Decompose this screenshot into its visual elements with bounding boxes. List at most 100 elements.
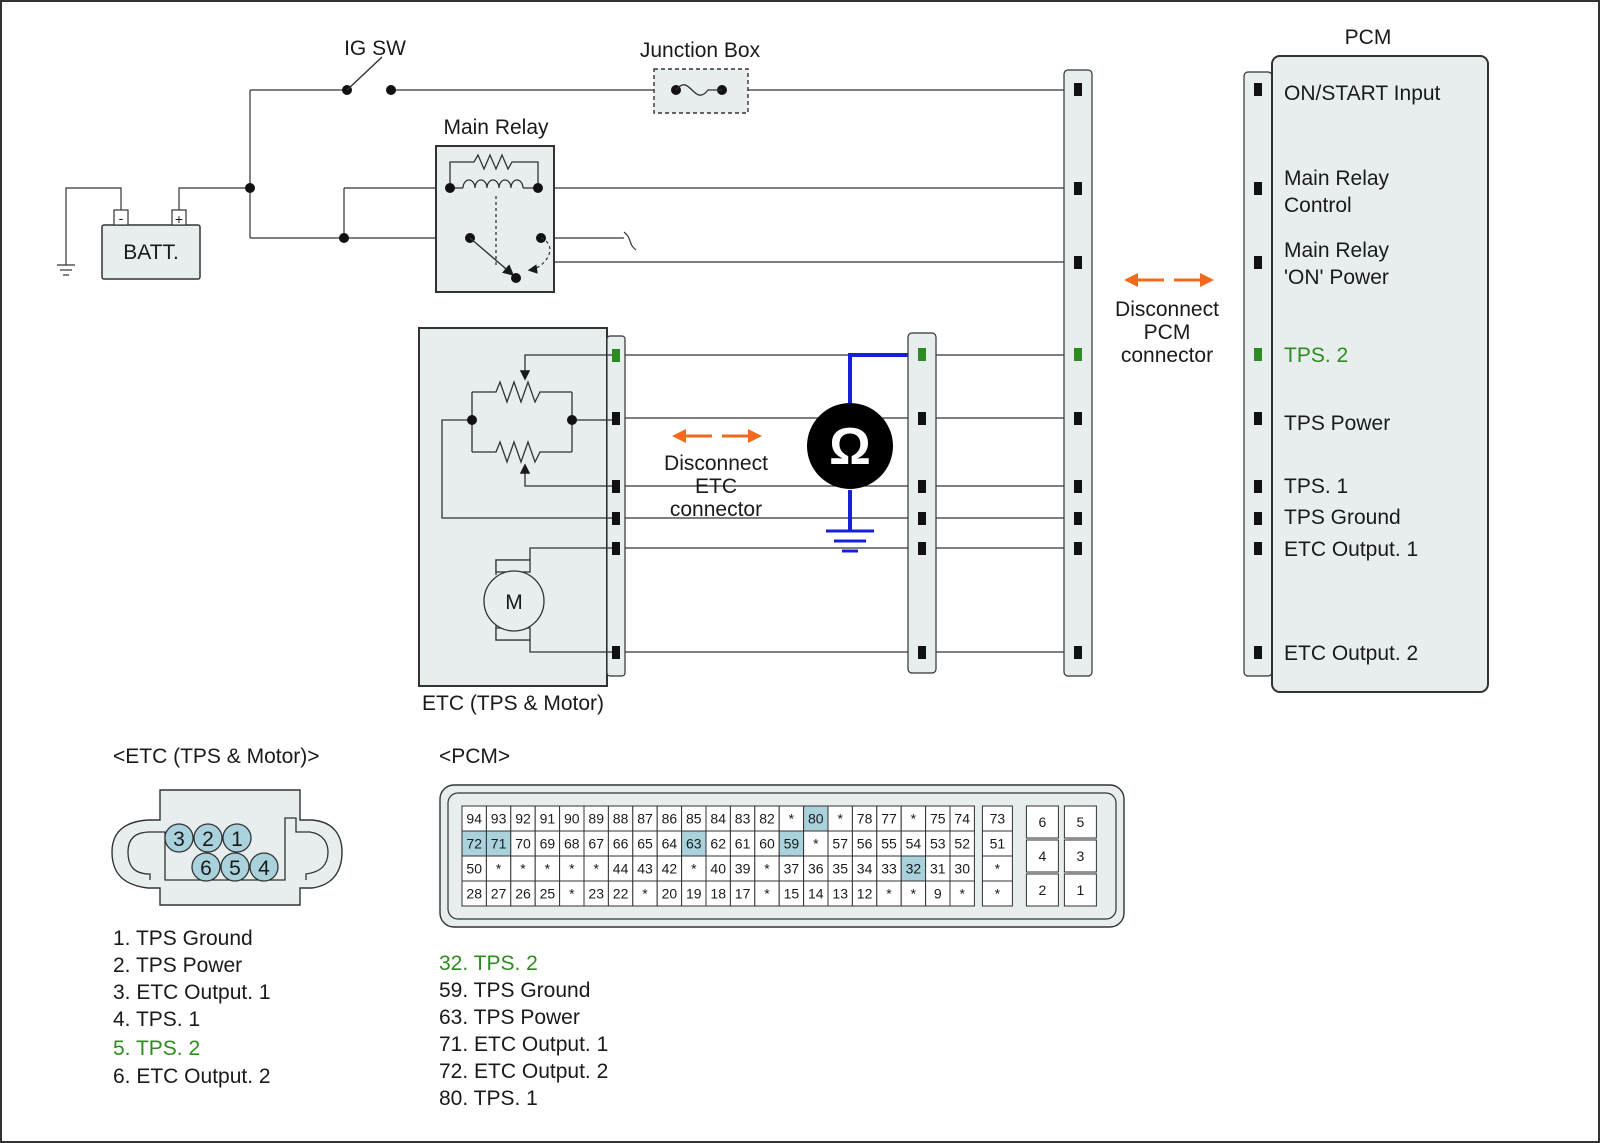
battery: - + BATT.: [101, 209, 201, 280]
pcm-pin-cell: [485, 805, 512, 832]
pcm-side-pin: *: [995, 886, 1001, 902]
pcm-pin-label: TPS. 1: [1284, 475, 1348, 498]
pcm-pin: 37: [784, 861, 800, 877]
pcm-pin-cell: [827, 855, 853, 882]
harness-connector-left: [907, 332, 937, 674]
pcm-pin-cell: [778, 830, 805, 857]
pcm-legend-item: 59. TPS Ground: [439, 979, 590, 1002]
pcm-pin: 34: [857, 861, 873, 877]
pcm-pin-cell: [607, 855, 634, 882]
pcm-pin: 23: [588, 886, 604, 902]
etc-pin: [612, 542, 620, 555]
pcm-pin-cell: [900, 880, 927, 907]
pcm-pin-label: ETC Output. 2: [1284, 642, 1418, 665]
disconnect-pcm-line3: connector: [1121, 344, 1213, 367]
disconnect-etc-line3: connector: [670, 498, 762, 521]
etc-pin-num: 2: [202, 828, 214, 851]
pcm-pin-label-tps2: TPS. 2: [1284, 344, 1348, 367]
pcm-pin: 72: [466, 836, 482, 852]
pcm-power-pin-cell: [1063, 873, 1097, 907]
pcm-pin: 74: [954, 811, 970, 827]
pcm-pin-cell: [925, 880, 951, 907]
pcm-pin-cell: [876, 855, 902, 882]
pcm-pin-cell: [949, 830, 975, 857]
pcm-pin: 39: [735, 861, 751, 877]
main-relay-label: Main Relay: [443, 116, 549, 139]
pcm-pin: *: [569, 861, 575, 877]
pcm-pin: *: [886, 886, 892, 902]
pcm-power-pin: 3: [1077, 848, 1085, 864]
pcm-pin: 28: [466, 886, 482, 902]
etc-pin: [612, 646, 620, 659]
pcm-side-pin-cell: [981, 805, 1013, 832]
pcm-pin: 40: [710, 861, 726, 877]
pcm-pin-cell: [632, 830, 658, 857]
pcm-pin: *: [520, 861, 526, 877]
etc-label: ETC (TPS & Motor): [422, 692, 604, 715]
pcm-pin-cell: [778, 880, 805, 907]
pcm-pin: *: [813, 836, 819, 852]
etc-pin: [612, 480, 620, 493]
ohm-meter-icon: [807, 403, 893, 489]
fuse-icon: [675, 84, 722, 96]
pcm-pin: 53: [930, 836, 946, 852]
pcm-pin: 75: [930, 811, 946, 827]
pcm-power-pin-cell: [1063, 839, 1097, 873]
pcm-pin: 92: [515, 811, 531, 827]
pcm-pin: *: [911, 886, 917, 902]
pcm-pin: 68: [564, 836, 580, 852]
pcm-pin: 89: [588, 811, 604, 827]
pcm-pin-cell: [705, 830, 731, 857]
disconnect-pcm-line2: PCM: [1144, 321, 1191, 344]
main-relay: Main Relay: [435, 116, 555, 293]
pcm-pin: 17: [735, 886, 751, 902]
etc-legend-item-tps2: 5. TPS. 2: [113, 1037, 200, 1060]
pcm-pin: 66: [613, 836, 629, 852]
pcm-pin: 93: [491, 811, 507, 827]
pcm-pin: 94: [466, 811, 482, 827]
pcm-pin: 63: [686, 836, 702, 852]
pcm-pin-cell: [949, 880, 975, 907]
pcm-pin: 32: [906, 861, 922, 877]
pcm-pin: 15: [784, 886, 800, 902]
disconnect-etc-arrows: [672, 429, 762, 443]
ohm-symbol: Ω: [829, 418, 871, 476]
pcm-power-pin-cell: [1025, 805, 1059, 839]
pcm-pin-cell: [900, 805, 927, 832]
disconnect-pcm-line1: Disconnect: [1115, 298, 1219, 321]
pcm-pin: 59: [784, 836, 800, 852]
pcm-side-pin: 51: [990, 836, 1006, 852]
pcm-pin: 60: [759, 836, 775, 852]
pcm-pin: 67: [588, 836, 604, 852]
pcm-pin: 88: [613, 811, 629, 827]
battery-ground-icon: [57, 187, 122, 276]
pcm-pin-label: Main Relay: [1284, 239, 1390, 262]
ground-icon: [826, 529, 874, 553]
pcm-connector-title: <PCM>: [439, 745, 510, 768]
pcm-pin: 86: [662, 811, 678, 827]
pcm-power-pin: 5: [1077, 814, 1085, 830]
open-wire-end: [623, 231, 637, 251]
pcm-pin: 31: [930, 861, 946, 877]
pcm-pin: 20: [662, 886, 678, 902]
etc-pin-num: 5: [229, 857, 241, 880]
pcm-pin: 35: [832, 861, 848, 877]
pcm-pin: 27: [491, 886, 507, 902]
pcm-legend: 32. TPS. 2 59. TPS Ground 63. TPS Power …: [439, 952, 608, 1110]
pcm-unit: PCM ON/START Input Main Relay Control Ma…: [1243, 26, 1489, 693]
pcm-pin: *: [911, 811, 917, 827]
pcm-pin: 36: [808, 861, 824, 877]
pcm-pin: 57: [832, 836, 848, 852]
pcm-pin: 82: [759, 811, 775, 827]
pcm-pin-cell: [607, 880, 634, 907]
etc-pin-num: 3: [173, 828, 185, 851]
harness-connector-right: [1063, 69, 1093, 677]
etc-pin-num: 6: [200, 857, 212, 880]
battery-label: BATT.: [123, 241, 179, 264]
pcm-pin-cell: [461, 880, 487, 907]
ignition-switch: IG SW: [344, 37, 406, 91]
pcm-pin: 87: [637, 811, 653, 827]
etc-unit: M ETC (TPS & Motor): [418, 327, 626, 715]
pcm-legend-item: 71. ETC Output. 1: [439, 1033, 608, 1056]
etc-pin-num: 1: [231, 828, 243, 851]
